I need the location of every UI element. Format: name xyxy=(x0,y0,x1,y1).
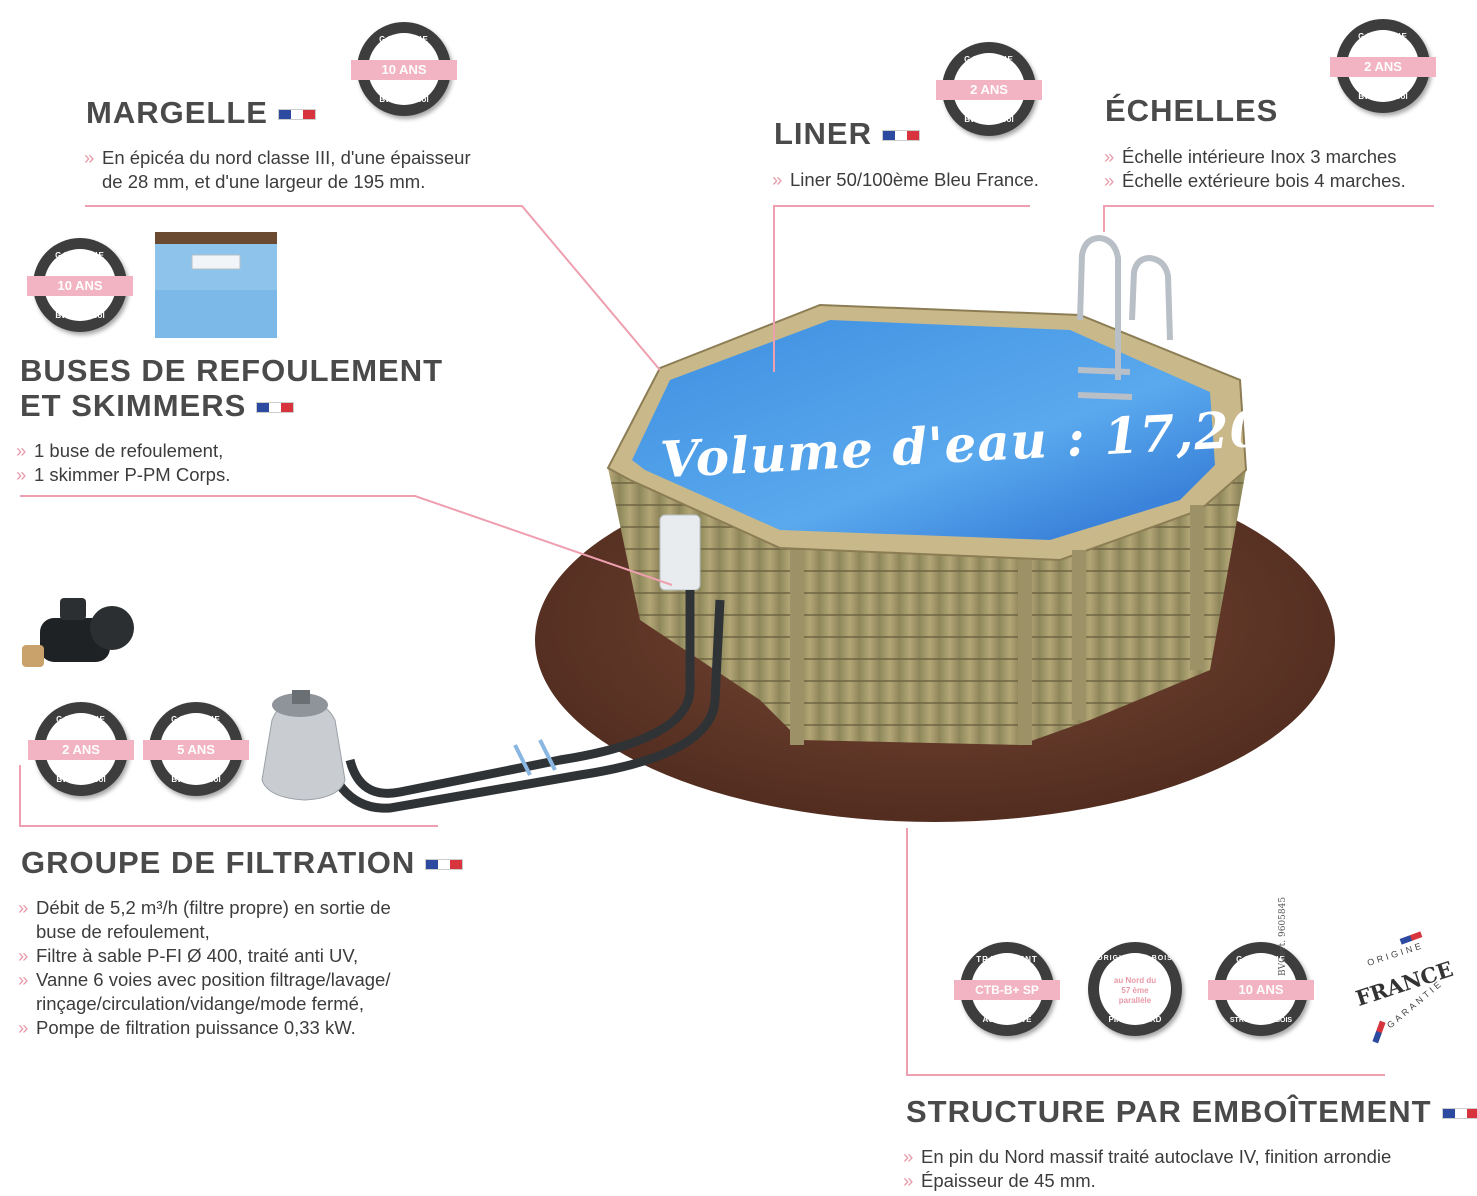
list-item: 1 skimmer P-PM Corps. xyxy=(16,463,230,487)
structure-items: En pin du Nord massif traité autoclave I… xyxy=(903,1145,1391,1193)
garantie-2ans-badge: GARANTIE 2 ANS BWT myPool xyxy=(28,702,134,796)
echelles-items: Échelle intérieure Inox 3 marches Échell… xyxy=(1104,145,1406,193)
list-item: Débit de 5,2 m³/h (filtre propre) en sor… xyxy=(18,896,391,920)
origine-france-logo: ORIGINE FRANCE GARANTIE xyxy=(1350,931,1456,1050)
list-item: 1 buse de refoulement, xyxy=(16,439,230,463)
list-item: Échelle extérieure bois 4 marches. xyxy=(1104,169,1406,193)
list-item: Liner 50/100ème Bleu France. xyxy=(772,168,1039,192)
france-flag-icon xyxy=(1441,1108,1477,1120)
list-item: buse de refoulement, xyxy=(36,921,210,942)
liner-items: Liner 50/100ème Bleu France. xyxy=(772,168,1039,192)
list-item: Filtre à sable P-FI Ø 400, traité anti U… xyxy=(18,944,391,968)
list-item: Épaisseur de 45 mm. xyxy=(903,1169,1391,1193)
ladder xyxy=(1077,234,1173,400)
skimmer xyxy=(659,514,701,591)
france-flag-icon xyxy=(277,109,316,121)
traitement-autoclave-badge: TRAITEMENT CTB-B+ SP AUTOCLAVE xyxy=(954,942,1060,1036)
filtration-title: GROUPE DE FILTRATION xyxy=(21,845,464,880)
list-item: En épicéa du nord classe III, d'une épai… xyxy=(84,146,471,170)
margelle-items: En épicéa du nord classe III, d'une épai… xyxy=(84,146,471,194)
garantie-2ans-badge: GARANTIE 2 ANS BWT myPool xyxy=(1330,19,1436,113)
buses-title: BUSES DE REFOULEMENT ET SKIMMERS xyxy=(20,353,444,423)
garantie-10ans-badge: GARANTIE 10 ANS BWT myPool xyxy=(27,238,133,332)
list-item: Échelle intérieure Inox 3 marches xyxy=(1104,145,1406,169)
garantie-2ans-badge: GARANTIE 2 ANS BWT myPool xyxy=(936,42,1042,136)
list-item: rinçage/circulation/vidange/mode fermé, xyxy=(36,993,365,1014)
garantie-10ans-structure-badge: GARANTIE 10 ANS STRUCTURE BOIS xyxy=(1208,942,1314,1036)
france-flag-icon xyxy=(882,130,920,142)
list-item: de 28 mm, et d'une largeur de 195 mm. xyxy=(102,171,426,192)
structure-title: STRUCTURE PAR EMBOÎTEMENT xyxy=(906,1094,1477,1129)
garantie-10ans-badge: GARANTIE 10 ANS BWT myPool xyxy=(351,22,457,116)
certification-number: BVCert. 9605845 xyxy=(1278,896,1288,976)
pump-image xyxy=(22,598,134,667)
liner-title: LINER xyxy=(774,116,920,151)
origine-bois-badge: ORIGINE DU BOIS au Nord du 57 ème parall… xyxy=(1088,942,1182,1036)
france-flag-icon xyxy=(256,402,295,414)
margelle-title: MARGELLE xyxy=(86,95,316,130)
france-flag-icon xyxy=(425,859,464,871)
list-item: Pompe de filtration puissance 0,33 kW. xyxy=(18,1016,391,1040)
sand-filter xyxy=(261,690,346,801)
pool-water xyxy=(632,320,1215,540)
list-item: En pin du Nord massif traité autoclave I… xyxy=(903,1145,1391,1169)
skimmer-photo xyxy=(155,232,277,338)
echelles-title: ÉCHELLES xyxy=(1105,93,1279,128)
filtration-items: Débit de 5,2 m³/h (filtre propre) en sor… xyxy=(18,896,391,1040)
buses-items: 1 buse de refoulement, 1 skimmer P-PM Co… xyxy=(16,439,230,487)
garantie-5ans-badge: GARANTIE 5 ANS BWT myPool xyxy=(143,702,249,796)
list-item: Vanne 6 voies avec position filtrage/lav… xyxy=(18,968,391,992)
